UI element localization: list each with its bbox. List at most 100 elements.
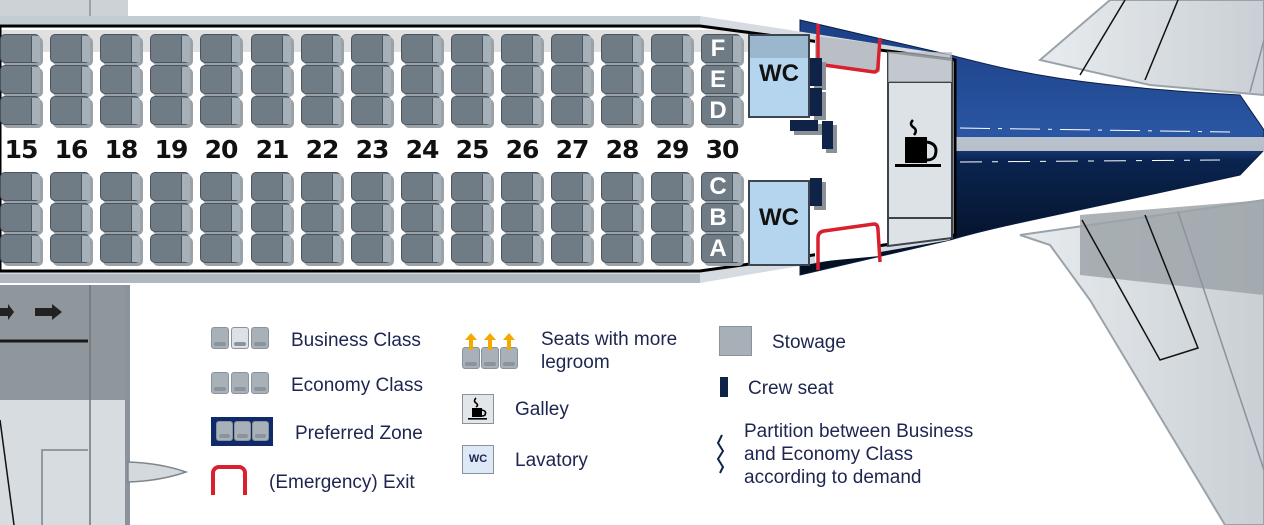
seat[interactable] xyxy=(50,172,93,204)
legend-preferred-zone-icon xyxy=(211,417,273,446)
window-strip-top xyxy=(0,16,700,24)
seat[interactable] xyxy=(50,234,93,266)
seat[interactable] xyxy=(451,65,494,97)
seat[interactable] xyxy=(100,34,143,66)
seat[interactable] xyxy=(501,172,544,204)
seat[interactable] xyxy=(601,34,644,66)
seat[interactable] xyxy=(651,96,694,128)
seat[interactable] xyxy=(301,34,344,66)
seat[interactable] xyxy=(501,203,544,235)
seat[interactable] xyxy=(200,34,243,66)
seat[interactable] xyxy=(200,203,243,235)
seat[interactable]: B xyxy=(701,203,744,235)
seat[interactable] xyxy=(401,203,444,235)
seat[interactable] xyxy=(601,96,644,128)
seat[interactable] xyxy=(150,172,193,204)
seat[interactable] xyxy=(100,96,143,128)
window-strip-bottom xyxy=(0,274,700,283)
seat[interactable] xyxy=(601,172,644,204)
seat[interactable] xyxy=(301,203,344,235)
row-number: 27 xyxy=(555,135,590,164)
seat[interactable] xyxy=(0,172,43,204)
seat[interactable] xyxy=(100,203,143,235)
seat[interactable] xyxy=(50,96,93,128)
seat[interactable] xyxy=(451,234,494,266)
seat[interactable] xyxy=(451,34,494,66)
seat[interactable] xyxy=(651,172,694,204)
seat[interactable]: E xyxy=(701,65,744,97)
seat[interactable] xyxy=(0,234,43,266)
seat[interactable] xyxy=(401,234,444,266)
seat[interactable] xyxy=(651,234,694,266)
seat[interactable] xyxy=(651,34,694,66)
seat[interactable] xyxy=(251,34,294,66)
seat[interactable] xyxy=(251,65,294,97)
seat[interactable]: A xyxy=(701,234,744,266)
seat[interactable] xyxy=(601,234,644,266)
seat[interactable] xyxy=(0,96,43,128)
seat[interactable] xyxy=(301,234,344,266)
seat[interactable] xyxy=(551,203,594,235)
seat[interactable] xyxy=(251,203,294,235)
lower-stabilizer xyxy=(1019,198,1264,525)
seat[interactable] xyxy=(651,203,694,235)
seat[interactable] xyxy=(401,65,444,97)
seat[interactable] xyxy=(401,96,444,128)
seat[interactable] xyxy=(451,96,494,128)
seat[interactable] xyxy=(601,65,644,97)
seat[interactable] xyxy=(351,96,394,128)
seat[interactable] xyxy=(451,172,494,204)
seat[interactable] xyxy=(351,34,394,66)
seat[interactable] xyxy=(0,34,43,66)
seat[interactable] xyxy=(501,65,544,97)
seat[interactable] xyxy=(150,203,193,235)
seat[interactable] xyxy=(251,234,294,266)
seat[interactable] xyxy=(601,203,644,235)
seat-letter: F xyxy=(710,35,726,62)
seat[interactable] xyxy=(200,172,243,204)
seat[interactable] xyxy=(100,65,143,97)
seat[interactable] xyxy=(50,34,93,66)
seat[interactable] xyxy=(150,65,193,97)
seat[interactable] xyxy=(50,65,93,97)
seat[interactable] xyxy=(150,34,193,66)
seat[interactable] xyxy=(200,96,243,128)
seat[interactable] xyxy=(551,234,594,266)
seat[interactable] xyxy=(301,96,344,128)
seat[interactable] xyxy=(100,234,143,266)
seat[interactable] xyxy=(401,172,444,204)
seat[interactable] xyxy=(301,172,344,204)
seat[interactable] xyxy=(501,96,544,128)
seat[interactable] xyxy=(50,203,93,235)
seat[interactable] xyxy=(351,65,394,97)
seat[interactable] xyxy=(351,172,394,204)
seat[interactable]: F xyxy=(701,34,744,66)
seat[interactable] xyxy=(150,96,193,128)
seat[interactable] xyxy=(651,65,694,97)
seat[interactable] xyxy=(301,65,344,97)
seat[interactable]: D xyxy=(701,96,744,128)
legend-exit-label: (Emergency) Exit xyxy=(269,472,415,493)
legend-partition-label-line3: according to demand xyxy=(744,467,922,488)
seat[interactable] xyxy=(251,96,294,128)
upper-stabilizer xyxy=(1037,0,1264,97)
seat[interactable] xyxy=(551,65,594,97)
seat[interactable] xyxy=(501,34,544,66)
seat[interactable] xyxy=(0,65,43,97)
seat[interactable] xyxy=(551,96,594,128)
seat[interactable]: C xyxy=(701,172,744,204)
seat[interactable] xyxy=(200,234,243,266)
seat[interactable] xyxy=(0,203,43,235)
seat[interactable] xyxy=(551,172,594,204)
seat[interactable] xyxy=(251,172,294,204)
seat[interactable] xyxy=(351,203,394,235)
seat[interactable] xyxy=(451,203,494,235)
seat[interactable] xyxy=(150,234,193,266)
seat[interactable] xyxy=(200,65,243,97)
seat[interactable] xyxy=(351,234,394,266)
seat[interactable] xyxy=(551,34,594,66)
seat[interactable] xyxy=(401,34,444,66)
seat[interactable] xyxy=(100,172,143,204)
seat[interactable] xyxy=(501,234,544,266)
legend-exit-icon xyxy=(211,465,247,495)
